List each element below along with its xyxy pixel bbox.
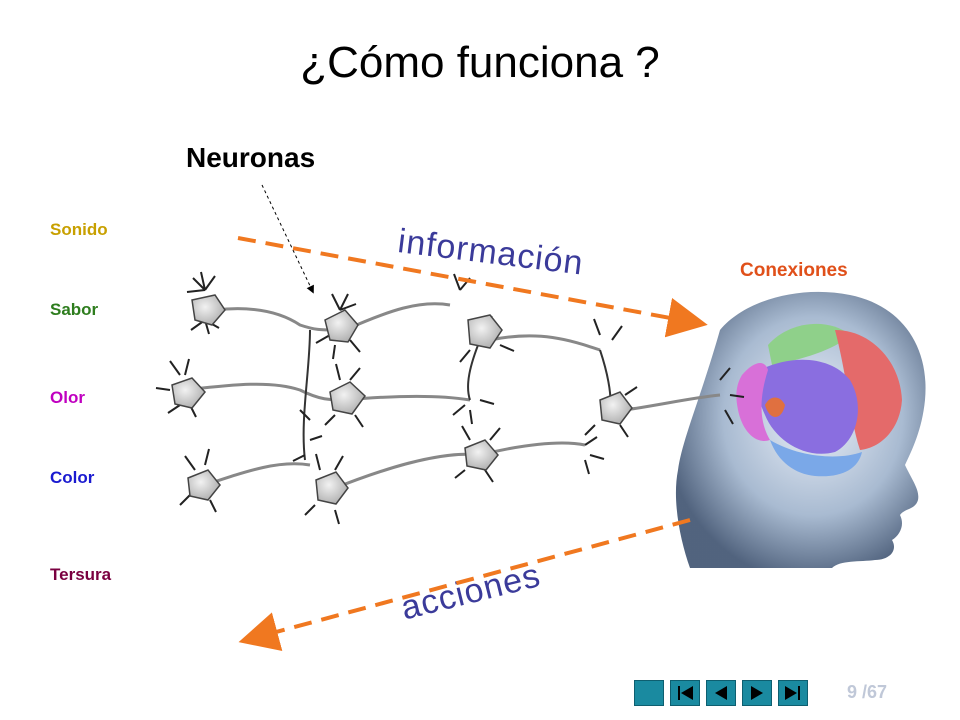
sense-sonido: Sonido xyxy=(50,220,108,239)
sense-color: Color xyxy=(50,468,95,487)
previous-page-icon[interactable] xyxy=(706,680,736,706)
page-counter: 9 /67 xyxy=(847,682,887,703)
head-illustration xyxy=(675,291,926,568)
slide-title: ¿Cómo funciona ? xyxy=(300,38,660,87)
last-page-icon[interactable] xyxy=(778,680,808,706)
neuronas-pointer xyxy=(261,184,314,294)
acciones-arrow xyxy=(238,518,691,652)
neuron-network xyxy=(155,271,745,525)
first-page-icon[interactable] xyxy=(670,680,700,706)
page-current: 9 xyxy=(847,682,858,702)
next-page-icon[interactable] xyxy=(742,680,772,706)
conexiones-label: Conexiones xyxy=(740,260,848,281)
slide-navigation xyxy=(634,680,808,706)
sense-tersura: Tersura xyxy=(50,565,112,584)
sense-sabor: Sabor xyxy=(50,300,99,319)
page-total: /67 xyxy=(862,682,888,702)
informacion-arrow xyxy=(237,236,708,338)
blank-square-icon[interactable] xyxy=(634,680,664,706)
brain-icon xyxy=(736,323,902,477)
sense-olor: Olor xyxy=(50,388,85,407)
neuronas-label: Neuronas xyxy=(186,142,316,173)
